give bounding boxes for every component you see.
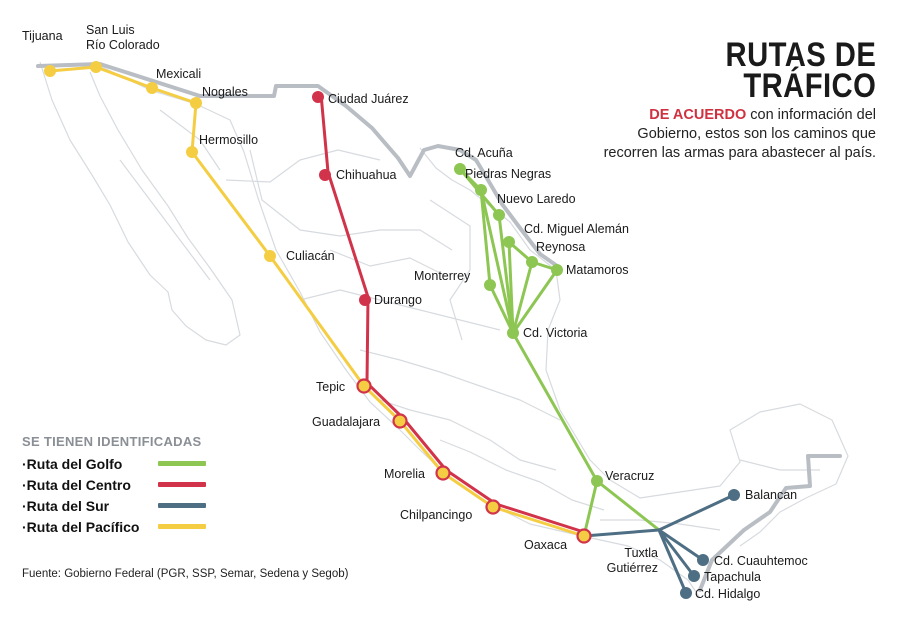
marker-durango (359, 294, 371, 306)
marker-tijuana (44, 65, 56, 77)
route-golfo-3 (479, 188, 515, 335)
title-line-2: TRÁFICO (743, 67, 876, 105)
marker-balancan (728, 489, 740, 501)
route-golfo-6 (511, 260, 534, 335)
label-cd-acuna: Cd. Acuña (455, 146, 513, 160)
marker-hermosillo (186, 146, 198, 158)
label-cd-hidalgo: Cd. Hidalgo (695, 587, 760, 601)
legend-swatch-centro (158, 482, 206, 487)
label-cd-victoria: Cd. Victoria (523, 326, 587, 340)
label-guadalajara: Guadalajara (312, 415, 380, 429)
legend-item-sur: ·Ruta del Sur (22, 495, 206, 516)
marker-mexicali (146, 82, 158, 94)
label-balancan: Balancan (745, 488, 797, 502)
marker-nogales (190, 97, 202, 109)
label-morelia: Morelia (384, 467, 425, 481)
legend-label-golfo: ·Ruta del Golfo (22, 455, 123, 472)
marker-matamoros (551, 264, 563, 276)
label-reynosa: Reynosa (536, 240, 585, 254)
route-sur-3 (657, 528, 696, 578)
marker-monterrey (484, 279, 496, 291)
route-sur-2 (657, 528, 705, 562)
label-ciudad-juarez: Ciudad Juárez (328, 92, 409, 106)
southern-border (698, 454, 842, 592)
label-veracruz: Veracruz (605, 469, 654, 483)
legend-item-centro: ·Ruta del Centro (22, 474, 206, 495)
label-tapachula: Tapachula (704, 570, 761, 584)
marker-cd-victoria (507, 327, 519, 339)
marker-veracruz (591, 475, 603, 487)
label-oaxaca: Oaxaca (524, 538, 567, 552)
map-description: DE ACUERDO con información del Gobierno,… (586, 106, 876, 163)
legend-swatch-pacifico (158, 524, 206, 529)
legend-label-centro: ·Ruta del Centro (22, 476, 131, 493)
marker-chihuahua (319, 169, 331, 181)
legend-swatch-sur (158, 503, 206, 508)
label-mexicali: Mexicali (156, 67, 201, 81)
route-sur-4 (657, 528, 688, 595)
marker-san-luis (90, 61, 102, 73)
legend: SE TIENEN IDENTIFICADAS ·Ruta del Golfo … (22, 434, 206, 537)
label-chilpancingo: Chilpancingo (400, 508, 472, 522)
marker-cd-miguel-aleman (503, 236, 515, 248)
description-highlight: DE ACUERDO (649, 107, 747, 123)
label-culiacan: Culiacán (286, 249, 335, 263)
label-monterrey: Monterrey (414, 269, 471, 283)
label-hermosillo: Hermosillo (199, 133, 258, 147)
marker-cd-acuna (454, 163, 466, 175)
description-text: con información del Gobierno, estos son … (603, 107, 876, 161)
us-border (36, 62, 562, 270)
map-title: RUTAS DE TRÁFICO (725, 36, 876, 105)
marker-morelia (435, 465, 451, 481)
legend-item-pacifico: ·Ruta del Pacífico (22, 516, 206, 537)
label-nuevo-laredo: Nuevo Laredo (497, 192, 576, 206)
route-golfo-8 (488, 283, 661, 532)
label-tijuana: Tijuana (22, 29, 63, 43)
marker-reynosa (526, 256, 538, 268)
label-nogales: Nogales (202, 85, 248, 99)
route-golfo-9 (582, 479, 599, 538)
legend-title: SE TIENEN IDENTIFICADAS (22, 434, 202, 449)
label-durango: Durango (374, 293, 422, 307)
marker-oaxaca (576, 528, 592, 544)
marker-cd-hidalgo (680, 587, 692, 599)
route-golfo-5 (507, 240, 515, 335)
marker-chilpancingo (485, 499, 501, 515)
marker-tepic (356, 378, 372, 394)
source-note: Fuente: Gobierno Federal (PGR, SSP, Sema… (22, 568, 349, 580)
legend-swatch-golfo (158, 461, 206, 466)
marker-nuevo-laredo (493, 209, 505, 221)
legend-label-pacifico: ·Ruta del Pacífico (22, 518, 140, 535)
marker-tapachula (688, 570, 700, 582)
label-piedras-negras: Piedras Negras (465, 167, 551, 181)
label-cd-cuauhtemoc: Cd. Cuauhtemoc (714, 554, 808, 568)
label-cd-miguel-aleman: Cd. Miguel Alemán (524, 222, 629, 236)
legend-label-sur: ·Ruta del Sur (22, 497, 110, 514)
route-centro (319, 92, 589, 535)
title-line-1: RUTAS DE (725, 36, 876, 74)
marker-piedras-negras (475, 184, 487, 196)
marker-guadalajara (392, 413, 408, 429)
city-markers (44, 61, 740, 599)
label-matamoros: Matamoros (566, 263, 629, 277)
marker-cd-cuauhtemoc (697, 554, 709, 566)
legend-item-golfo: ·Ruta del Golfo (22, 453, 206, 474)
marker-culiacan (264, 250, 276, 262)
route-golfo-7 (511, 268, 559, 335)
marker-ciudad-juarez (312, 91, 324, 103)
label-tepic: Tepic (316, 380, 345, 394)
label-chihuahua: Chihuahua (336, 168, 397, 182)
